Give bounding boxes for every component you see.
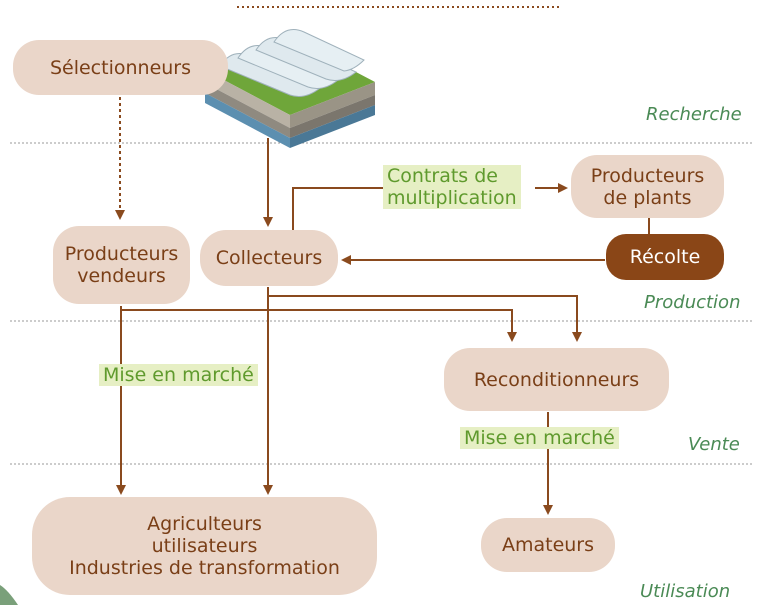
node-collecteurs: Collecteurs [200, 230, 338, 286]
arrow-collecteurs-to-contrats [292, 187, 383, 240]
label-contrats-multiplication: Contrats de multiplication [383, 165, 521, 209]
label-mise-en-marche-right: Mise en marché [460, 427, 619, 449]
node-agriculteurs-line2: utilisateurs [151, 535, 258, 557]
node-amateurs: Amateurs [481, 518, 615, 572]
node-recolte-text: Récolte [629, 246, 701, 268]
corner-decoration [0, 585, 18, 605]
label-mise-en-marche-right-text: Mise en marché [464, 427, 615, 449]
node-producteurs-plants: Producteurs de plants [571, 155, 724, 218]
node-producteurs-vendeurs-line2: vendeurs [77, 265, 166, 287]
stage-utilisation: Utilisation [640, 581, 731, 602]
node-reconditionneurs-text: Reconditionneurs [473, 368, 640, 391]
stage-recherche: Recherche [646, 104, 742, 125]
arrow-collecteurs-to-reconditionneurs [267, 287, 582, 342]
label-contrats-line2: multiplication [387, 187, 517, 209]
node-producteurs-plants-line2: de plants [603, 186, 692, 209]
label-mise-en-marche-left: Mise en marché [99, 364, 258, 386]
node-producteurs-vendeurs-line1: Producteurs [64, 243, 179, 265]
node-amateurs-text: Amateurs [501, 534, 595, 556]
node-agriculteurs-line1: Agriculteurs [147, 513, 262, 535]
node-selectionneurs: Sélectionneurs [13, 40, 228, 95]
node-agriculteurs: Agriculteurs utilisateurs Industries de … [32, 497, 377, 595]
node-reconditionneurs: Reconditionneurs [444, 348, 669, 411]
node-producteurs-vendeurs: Producteurs vendeurs [53, 226, 190, 304]
node-recolte: Récolte [606, 234, 724, 280]
node-agriculteurs-line3: Industries de transformation [69, 557, 340, 579]
label-mise-en-marche-left-text: Mise en marché [103, 364, 254, 386]
label-contrats-line1: Contrats de [387, 165, 498, 187]
node-collecteurs-text: Collecteurs [215, 247, 323, 269]
stage-production: Production [644, 292, 741, 313]
node-producteurs-plants-line1: Producteurs [590, 164, 705, 187]
node-selectionneurs-text: Sélectionneurs [49, 56, 192, 79]
stage-vente: Vente [688, 434, 740, 455]
arrow-producteurs-vendeurs-to-reconditionneurs [120, 306, 517, 342]
greenhouse-icon [205, 29, 375, 148]
